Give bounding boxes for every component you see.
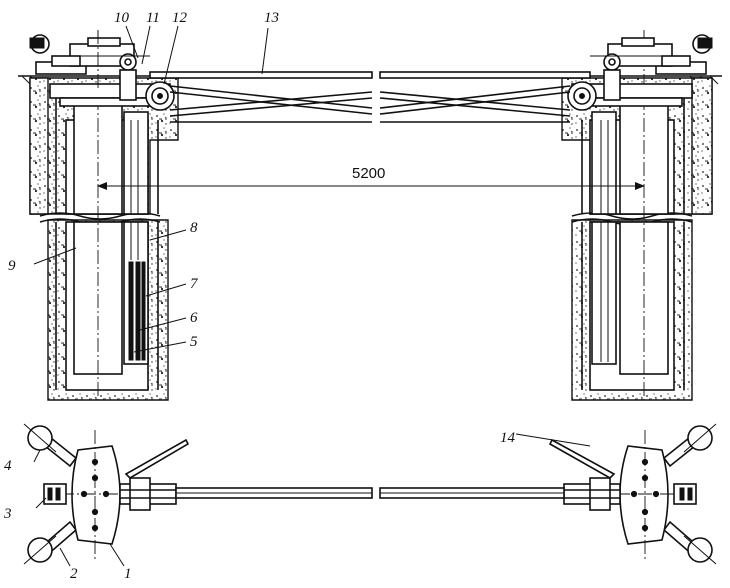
label-7: 7: [190, 276, 199, 292]
leader-lines: [33, 25, 591, 567]
label-13: 13: [264, 10, 279, 26]
label-9: 9: [8, 258, 16, 274]
connecting-beam: [149, 71, 591, 123]
label-2: 2: [70, 566, 78, 582]
label-8: 8: [190, 220, 198, 236]
right-guide-tube: [591, 111, 617, 365]
right-drive-unit: [571, 34, 713, 107]
left-drive-unit: [29, 30, 171, 107]
part-labels: 10 11 12 13 8 9 7 6 5 14 4 3 2 1: [3, 10, 516, 582]
label-12: 12: [172, 10, 188, 26]
label-3: 3: [3, 506, 12, 522]
label-4: 4: [4, 458, 12, 474]
label-10: 10: [114, 10, 130, 26]
left-plan-view: [23, 423, 373, 565]
right-plunger: [619, 30, 669, 400]
label-6: 6: [190, 310, 198, 326]
label-14: 14: [500, 430, 516, 446]
right-plan-view: [379, 423, 717, 565]
center-distance-dimension: 5200: [97, 165, 645, 190]
left-pulley: [145, 81, 175, 111]
label-1: 1: [124, 566, 132, 582]
dimension-value: 5200: [352, 165, 385, 182]
left-guide-tube: [123, 111, 149, 365]
right-pulley: [567, 81, 597, 111]
left-plunger: [73, 30, 123, 400]
label-5: 5: [190, 334, 198, 350]
label-11: 11: [146, 10, 160, 26]
